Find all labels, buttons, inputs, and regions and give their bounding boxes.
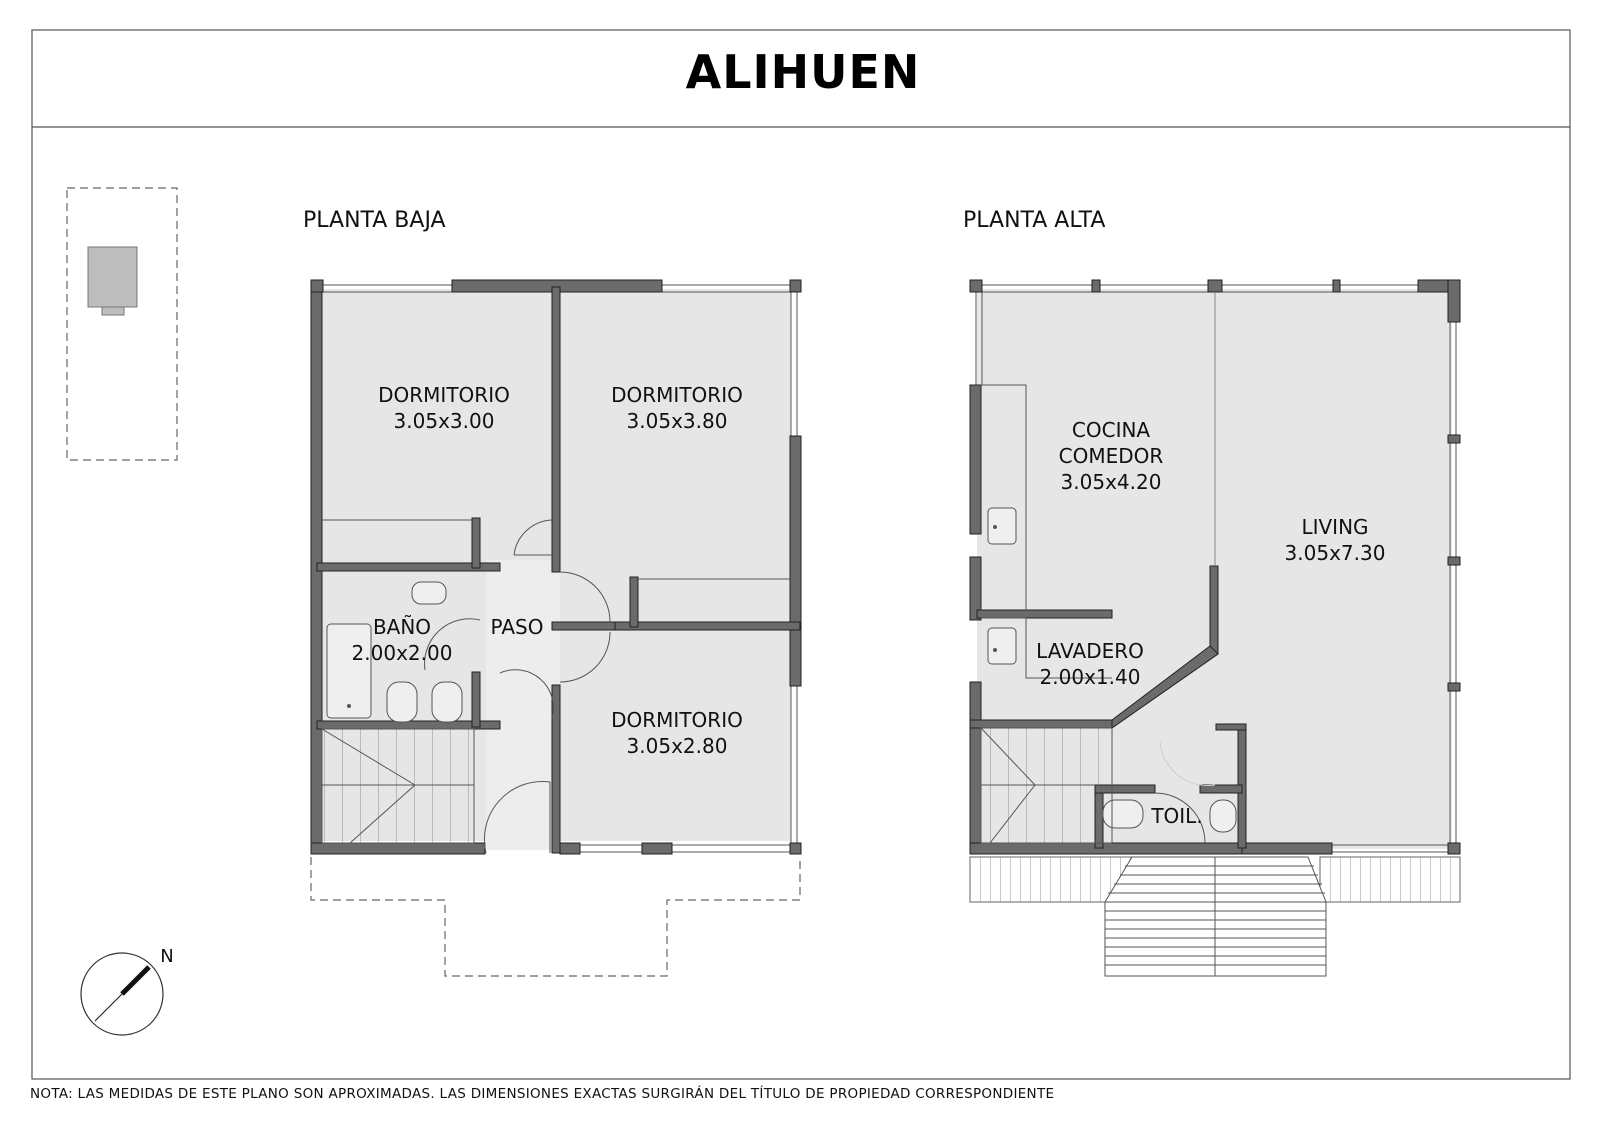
room-lavadero-name: LAVADERO <box>1036 639 1144 663</box>
upper-floor-plan: COCINA COMEDOR 3.05x4.20 LIVING 3.05x7.3… <box>969 279 1461 977</box>
floor-title-planta-alta: PLANTA ALTA <box>963 208 1105 233</box>
room-dormitorio-2-name: DORMITORIO <box>611 383 743 407</box>
room-lavadero-dims: 2.00x1.40 <box>1040 665 1141 689</box>
room-living-name: LIVING <box>1301 515 1368 539</box>
sheet-title: ALIHUEN <box>686 45 921 99</box>
room-bano-dims: 2.00x2.00 <box>352 641 453 665</box>
room-dormitorio-2-dims: 3.05x3.80 <box>627 409 728 433</box>
compass: N <box>80 946 174 1036</box>
room-paso-name: PASO <box>491 615 544 639</box>
floor-title-planta-baja: PLANTA BAJA <box>303 208 446 233</box>
sheet-border <box>31 29 1571 1080</box>
compass-north-label: N <box>160 946 173 967</box>
room-toilette-name: TOIL. <box>1150 804 1202 828</box>
ground-floor-plan: DORMITORIO 3.05x3.00 DORMITORIO 3.05x3.8… <box>310 279 802 977</box>
room-dormitorio-3-name: DORMITORIO <box>611 708 743 732</box>
room-cocina-comedor-dims: 3.05x4.20 <box>1061 470 1162 494</box>
room-comedor-name: COMEDOR <box>1059 444 1164 468</box>
room-living-dims: 3.05x7.30 <box>1285 541 1386 565</box>
room-dormitorio-3-dims: 3.05x2.80 <box>627 734 728 758</box>
room-cocina-name: COCINA <box>1072 418 1151 442</box>
room-dormitorio-1-name: DORMITORIO <box>378 383 510 407</box>
site-plan <box>66 187 178 461</box>
room-bano-name: BAÑO <box>373 615 431 639</box>
north-arrow-icon <box>120 965 151 996</box>
room-dormitorio-1-dims: 3.05x3.00 <box>394 409 495 433</box>
disclaimer-note: NOTA: LAS MEDIDAS DE ESTE PLANO SON APRO… <box>30 1086 1055 1102</box>
